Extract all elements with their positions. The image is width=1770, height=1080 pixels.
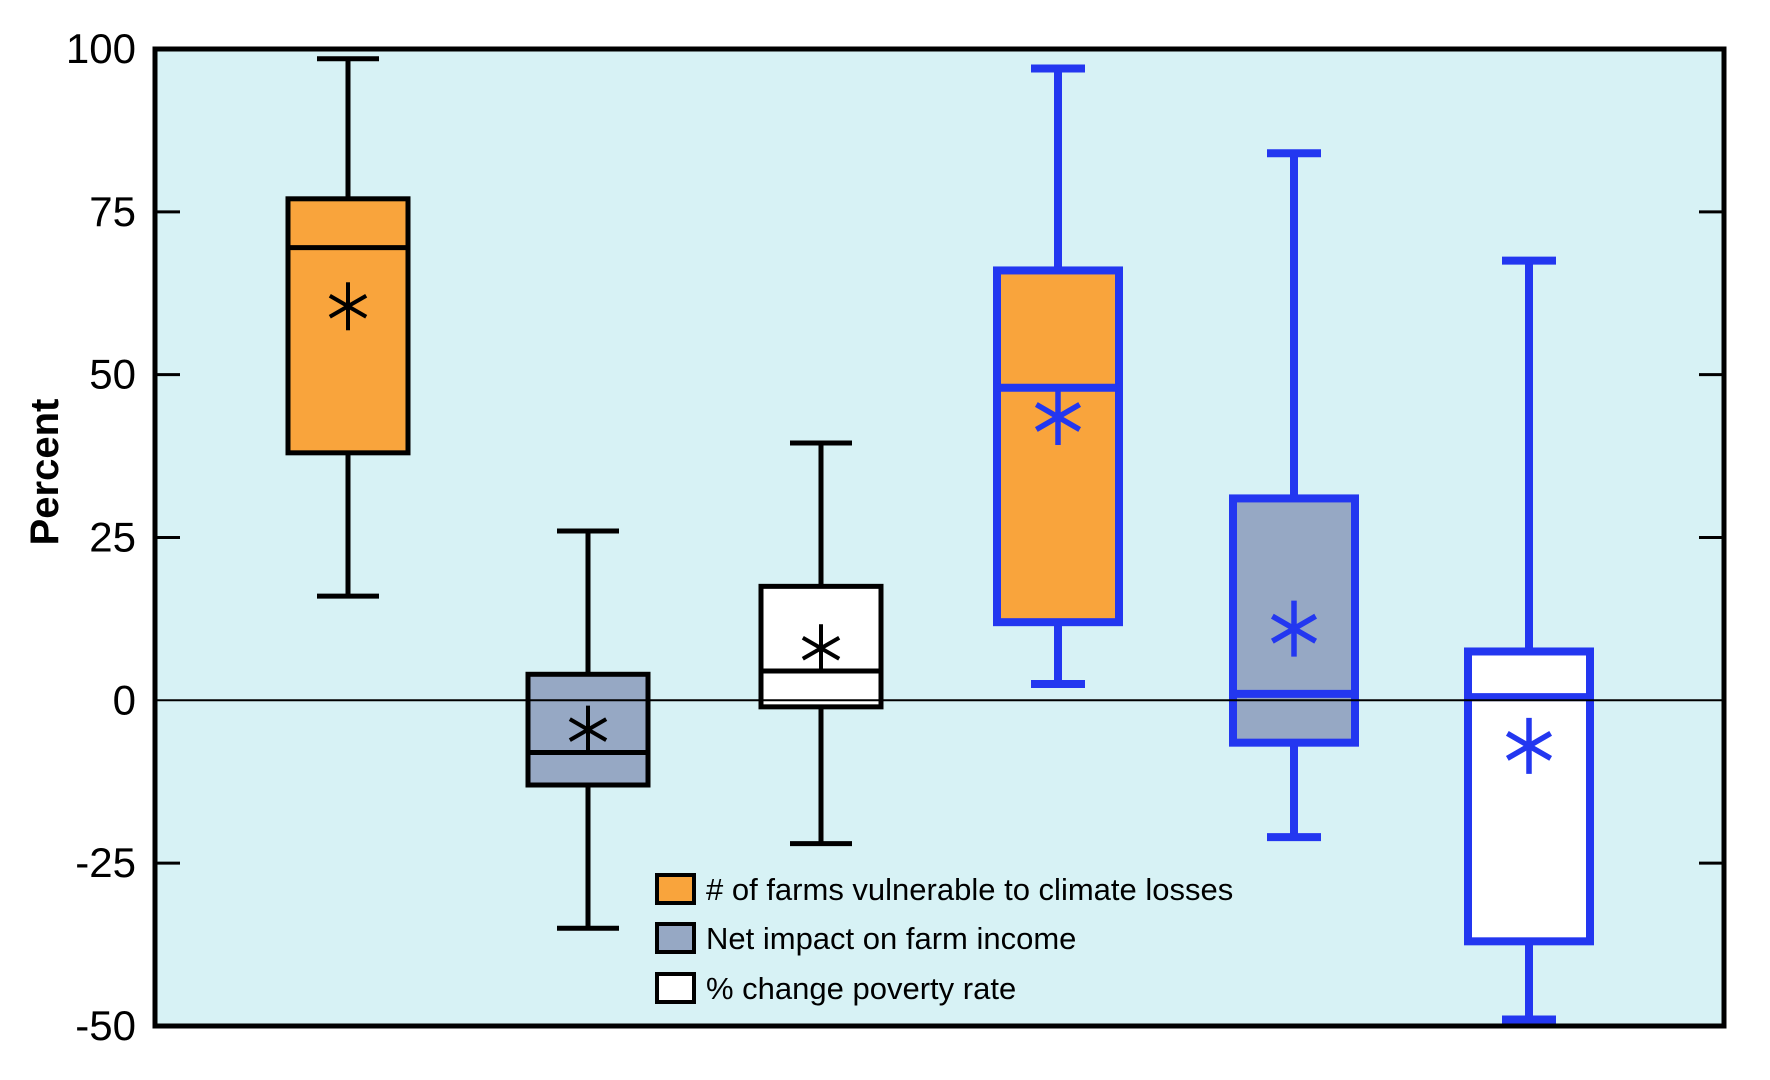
asterisk-spoke-d2 [801,635,841,661]
y-axis-title: Percent [23,399,67,546]
boxplot-boxes [285,56,1594,1024]
legend-swatch-poverty [655,972,696,1004]
y-tick-label--50: -50 [75,1002,136,1049]
legend-row-poverty: % change poverty rate [655,971,1016,1006]
y-tick-label-50: 50 [89,351,136,398]
box-group2-1 [993,64,1123,689]
y-tick-label-0: 0 [113,676,136,723]
axis-tick-labels: 100 75 50 25 0 -25 -50 [66,25,136,1049]
legend-label-farms: # of farms vulnerable to climate losses [706,872,1233,907]
legend-swatch-income [655,922,696,954]
box-group1-1 [285,56,411,599]
box-group1-3 [758,440,884,847]
asterisk-spoke-d2 [1505,731,1553,761]
y-tick-label--25: -25 [75,839,136,886]
legend-label-income: Net impact on farm income [706,921,1076,956]
box-group2-2 [1229,149,1359,842]
axis-ticks [153,210,1726,865]
asterisk-spoke-d2 [328,294,368,319]
legend-swatch-farms [655,873,696,905]
mean-asterisk [801,624,841,673]
y-tick-label-100: 100 [66,25,136,72]
asterisk-spoke-d2 [1270,613,1318,644]
legend-row-farms: # of farms vulnerable to climate losses [655,872,1233,907]
legend-label-poverty: % change poverty rate [706,971,1016,1006]
mean-asterisk [328,282,368,331]
asterisk-spoke-d2 [1034,402,1082,432]
mean-asterisk [1034,389,1082,446]
plot-area [152,46,1727,1029]
legend-row-income: Net impact on farm income [655,921,1076,956]
iqr-box [993,266,1123,627]
asterisk-spoke-d2 [568,717,608,742]
box-group1-2 [525,528,651,931]
mean-asterisk [1270,600,1318,657]
y-tick-label-75: 75 [89,188,136,235]
y-tick-label-25: 25 [89,514,136,561]
iqr-box [758,583,884,710]
y-axis-title-group: Percent [23,399,67,546]
legend: # of farms vulnerable to climate losses … [655,872,1233,1006]
mean-asterisk [1505,717,1553,774]
mean-asterisk [568,705,608,754]
